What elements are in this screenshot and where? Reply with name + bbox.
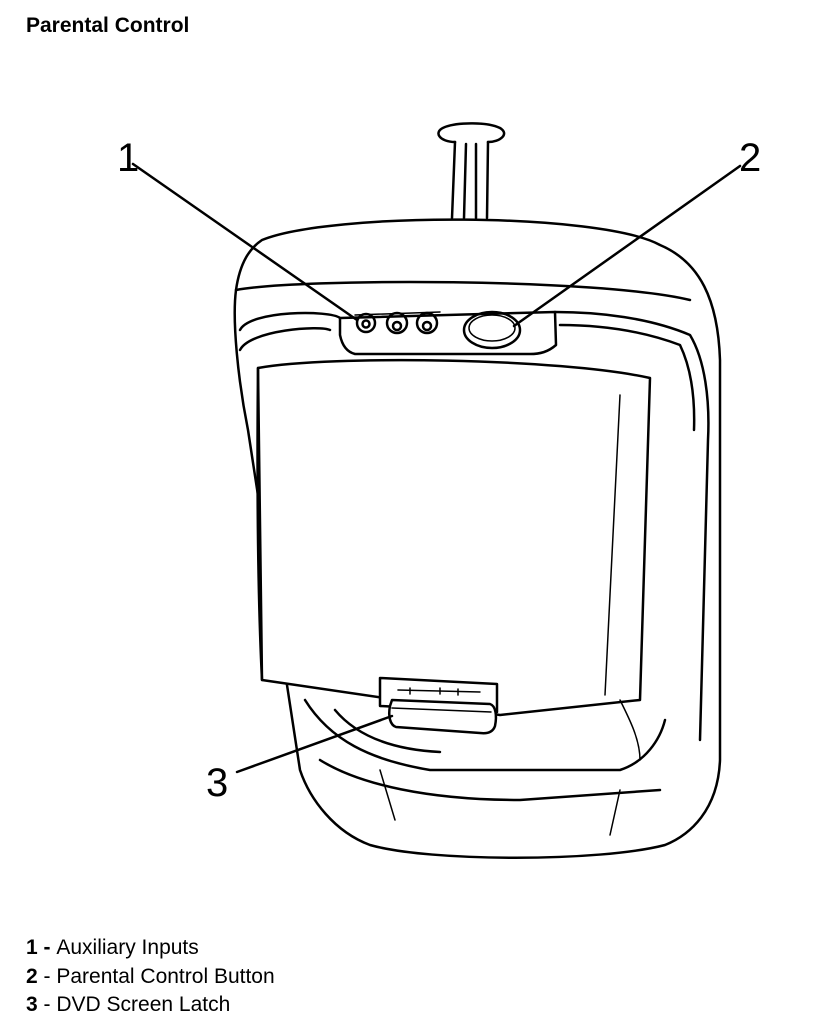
- page-title: Parental Control: [26, 14, 190, 37]
- screen-panel: [256, 358, 652, 717]
- legend-item-dvd-screen-latch: 3 - DVD Screen Latch: [26, 991, 275, 1020]
- lower-housing: [303, 698, 667, 836]
- leader-line-1: [131, 162, 359, 322]
- callout-3: 3: [206, 761, 228, 805]
- legend-separator: -: [37, 964, 57, 988]
- auxiliary-input-jacks: [354, 311, 441, 335]
- legend-separator: -: [37, 993, 57, 1016]
- leader-line-2: [512, 164, 742, 328]
- legend-number: 1: [26, 936, 38, 959]
- leader-line-3: [235, 714, 394, 774]
- legend-label: Parental Control Button: [56, 964, 275, 988]
- callout-1: 1: [117, 136, 139, 180]
- legend-item-parental-control-button: 2 - Parental Control Button: [26, 963, 275, 992]
- housing: [233, 218, 722, 859]
- legend: 1 - Auxiliary Inputs 2 - Parental Contro…: [26, 934, 275, 1020]
- callout-2: 2: [739, 136, 761, 180]
- legend-number: 2: [26, 964, 38, 988]
- legend-separator: -: [37, 936, 57, 959]
- legend-item-auxiliary-inputs: 1 - Auxiliary Inputs: [26, 934, 275, 963]
- legend-label: Auxiliary Inputs: [56, 936, 199, 959]
- legend-label: DVD Screen Latch: [56, 993, 231, 1016]
- callout-leader-lines: [131, 162, 742, 774]
- legend-number: 3: [26, 993, 38, 1016]
- dvd-screen-latch-shape: [378, 676, 499, 735]
- parental-control-button-shape: [462, 310, 522, 350]
- mounting-post: [437, 122, 506, 220]
